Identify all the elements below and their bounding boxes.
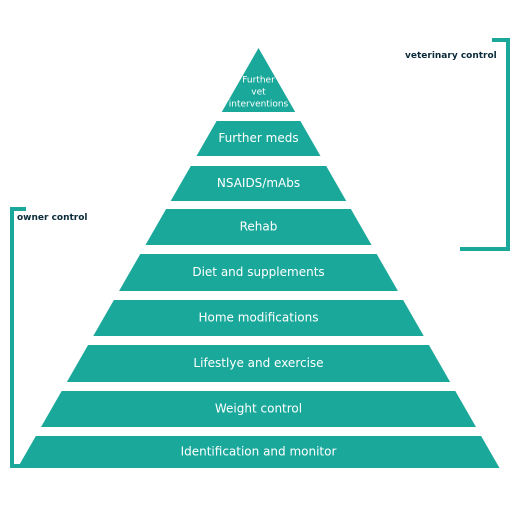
owner-control-bracket	[10, 207, 28, 468]
pyramid-tier-8-label: Weight control	[215, 402, 302, 416]
veterinary-control-label: veterinary control	[405, 51, 497, 61]
veterinary-control-group: veterinary control	[405, 38, 510, 251]
pyramid-tier-6	[93, 300, 424, 336]
veterinary-control-bracket	[460, 38, 510, 251]
pyramid-tier-2-label: Further meds	[218, 131, 298, 145]
pyramid-tier-7	[66, 345, 451, 382]
pyramid-tier-1-label: Further	[242, 76, 275, 86]
pyramid-tier-4	[145, 209, 372, 245]
pyramid-tier-9	[17, 436, 500, 468]
pyramid-tier-2	[196, 121, 321, 156]
owner-control-label: owner control	[17, 213, 88, 223]
pyramid-tier-1	[221, 48, 296, 112]
pyramid-tier-1-label: interventions	[229, 100, 289, 110]
pyramid-tier-5	[119, 254, 398, 291]
pyramid-tier-9-label: Identification and monitor	[181, 445, 337, 459]
owner-control-group: owner control	[10, 207, 88, 468]
pyramid-tier-6-label: Home modifications	[199, 311, 319, 325]
pyramid-tier-4-label: Rehab	[240, 220, 278, 234]
pyramid-tier-1-label: vet	[251, 88, 266, 98]
pyramid-tier-7-label: Lifestlye and exercise	[193, 356, 323, 370]
pyramid-tier-5-label: Diet and supplements	[192, 265, 324, 279]
pyramid-tier-3-label: NSAIDS/mAbs	[217, 176, 300, 190]
pyramid-tier-8	[41, 391, 476, 427]
pyramid-tier-3	[170, 166, 347, 201]
